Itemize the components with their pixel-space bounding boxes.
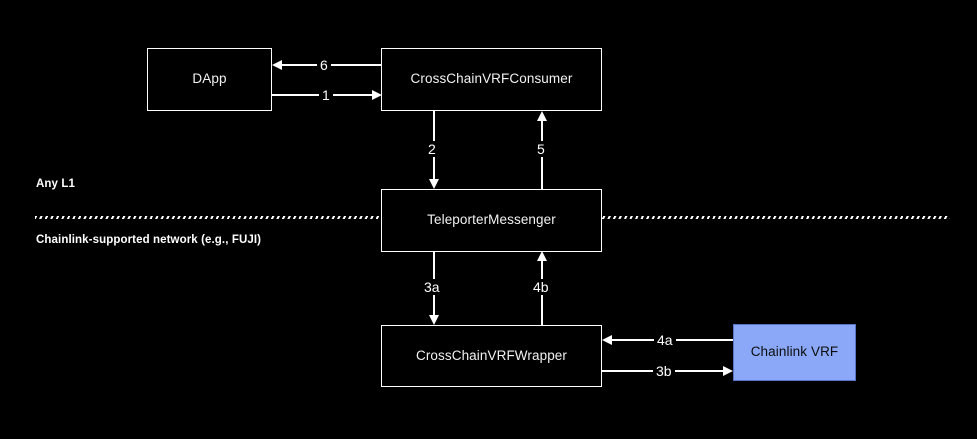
node-crosschain-vrf-consumer[interactable]: CrossChainVRFConsumer — [381, 48, 602, 111]
node-teleporter-messenger[interactable]: TeleporterMessenger — [381, 189, 602, 252]
edge-3b-arrowhead — [723, 366, 733, 376]
node-crosschain-vrf-wrapper[interactable]: CrossChainVRFWrapper — [381, 325, 602, 387]
edge-4b-label: 4b — [530, 279, 552, 295]
edge-1-arrowhead — [372, 90, 382, 100]
node-teleporter-messenger-label: TeleporterMessenger — [427, 212, 556, 228]
edge-3b-label: 3b — [653, 363, 675, 379]
zone-label-chainlink-network: Chainlink-supported network (e.g., FUJI) — [36, 234, 262, 246]
node-dapp-label: DApp — [192, 71, 227, 87]
node-dapp[interactable]: DApp — [147, 48, 272, 111]
edge-3a-label: 3a — [421, 279, 443, 295]
edge-3a-arrowhead — [429, 315, 439, 325]
edge-4b-arrowhead — [537, 251, 547, 261]
edge-2-arrowhead — [429, 179, 439, 189]
node-crosschain-vrf-wrapper-label: CrossChainVRFWrapper — [415, 347, 568, 363]
edge-1-label: 1 — [319, 87, 333, 103]
edge-4a-label: 4a — [654, 332, 676, 348]
edge-6-arrowhead — [272, 60, 282, 70]
edge-6-line — [281, 64, 382, 66]
node-chainlink-vrf[interactable]: Chainlink VRF — [733, 324, 856, 381]
node-chainlink-vrf-label: Chainlink VRF — [750, 344, 839, 360]
edge-5-arrowhead — [537, 111, 547, 121]
edge-5-label: 5 — [534, 141, 548, 157]
node-crosschain-vrf-consumer-label: CrossChainVRFConsumer — [410, 71, 573, 87]
zone-label-any-l1: Any L1 — [36, 178, 75, 190]
edge-2-label: 2 — [425, 141, 439, 157]
edge-4a-arrowhead — [602, 335, 612, 345]
edge-6-label: 6 — [317, 57, 331, 73]
